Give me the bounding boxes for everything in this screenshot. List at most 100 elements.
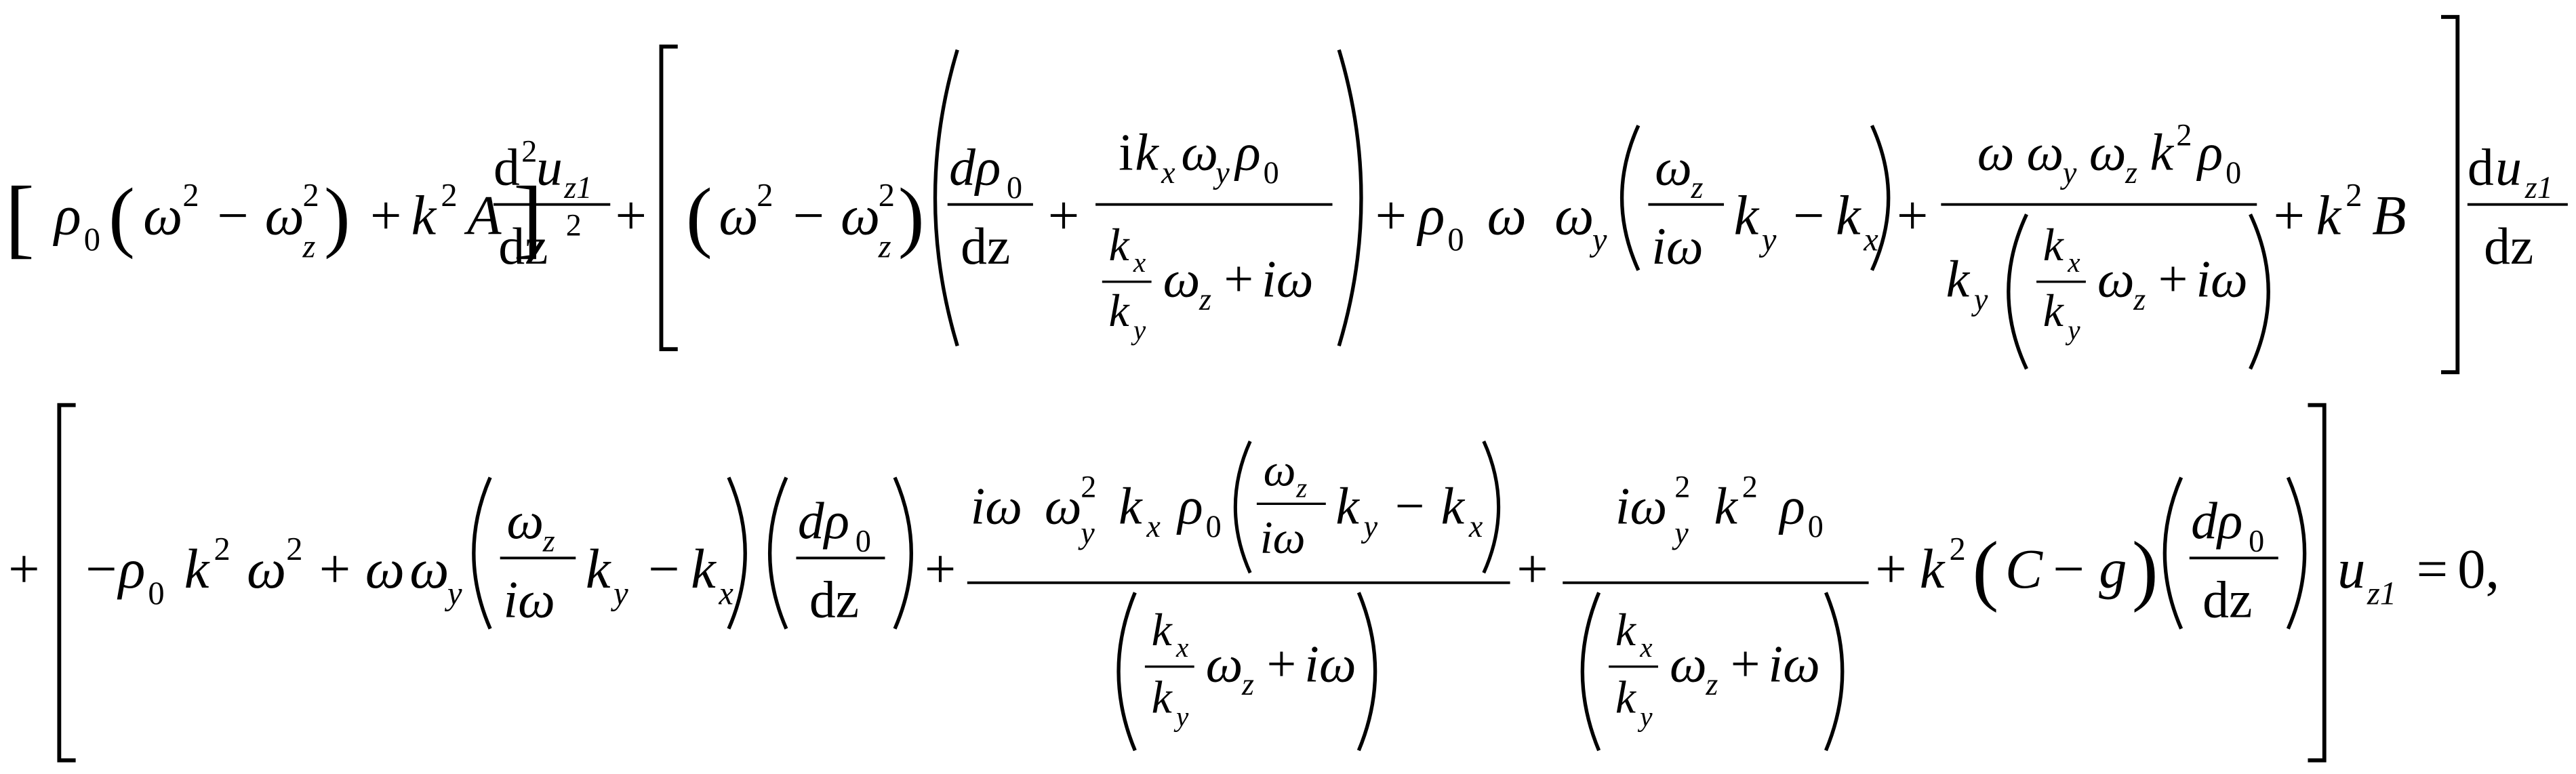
symbol-omega: ω: [1163, 250, 1201, 308]
plus-sign: +: [1897, 184, 1929, 246]
i-omega: iω: [1615, 476, 1667, 535]
symbol-omega: ω: [719, 184, 758, 246]
subscript-z: z: [542, 524, 555, 558]
minus-sign: −: [2053, 537, 2085, 600]
subscript-0: 0: [1007, 170, 1022, 205]
symbol-C: C: [2005, 537, 2043, 600]
symbol-omega: ω: [506, 491, 544, 550]
symbol-omega: ω: [1670, 634, 1707, 693]
superscript-2: 2: [2346, 178, 2362, 213]
symbol-k: k: [1152, 604, 1173, 655]
plus-sign: +: [2158, 250, 2188, 308]
symbol-k: k: [1836, 184, 1861, 246]
symbol-k: k: [2043, 285, 2065, 336]
symbol-k: k: [1734, 184, 1760, 246]
superscript-2: 2: [2176, 117, 2192, 152]
plus-sign: +: [1516, 537, 1548, 600]
superscript-2: 2: [441, 178, 457, 213]
superscript-2: 2: [302, 178, 319, 213]
symbol-omega: ω: [1045, 476, 1082, 535]
symbol-k: k: [1615, 671, 1637, 722]
right-paren: [2249, 213, 2270, 370]
left-paren: [2162, 476, 2183, 630]
superscript-2: 2: [1949, 531, 1965, 567]
symbol-omega: ω: [1181, 123, 1218, 182]
subscript-0: 0: [1808, 509, 1824, 544]
plus-sign: +: [1731, 634, 1760, 693]
left-paren: [2007, 213, 2028, 370]
subscript-0: 0: [1447, 222, 1464, 258]
equals-sign: =: [2417, 537, 2449, 600]
symbol-k: k: [1714, 476, 1738, 535]
symbol-k: k: [1109, 285, 1131, 336]
denominator-dz: dz: [961, 217, 1010, 275]
symbol-k: k: [1109, 219, 1131, 270]
subscript-x: x: [1161, 155, 1175, 190]
symbol-k: k: [1946, 250, 1971, 308]
subscript-0: 0: [1264, 155, 1279, 190]
subscript-x: x: [1133, 247, 1146, 278]
symbol-i: i: [1119, 123, 1133, 182]
right-paren: [1824, 592, 1845, 752]
subscript-z1: z1: [2367, 575, 2396, 611]
plus-sign: +: [370, 184, 402, 246]
subscript-0: 0: [1206, 509, 1222, 544]
denominator-dz: dz: [809, 571, 859, 629]
right-paren: [727, 476, 747, 630]
left-paren: [767, 476, 788, 630]
minus-sign: −: [1395, 476, 1425, 535]
symbol-u: u: [2337, 537, 2365, 600]
subscript-y: y: [444, 575, 462, 611]
symbol-rho: ρ: [1779, 476, 1805, 535]
denominator-dz: dz: [2484, 217, 2533, 275]
symbol-omega: ω: [365, 537, 405, 600]
subscript-x: x: [2067, 247, 2080, 278]
subscript-z: z: [302, 228, 315, 264]
subscript-y: y: [1361, 509, 1378, 544]
left-paren: (: [686, 172, 712, 260]
zero-comma: 0,: [2457, 537, 2499, 600]
superscript-2: 2: [1742, 470, 1758, 504]
plus-sign: +: [616, 184, 647, 246]
symbol-omega: ω: [265, 184, 304, 246]
subscript-x: x: [1863, 222, 1878, 258]
numerator-d-rho: dρ: [798, 491, 849, 550]
symbol-k: k: [1335, 476, 1360, 535]
plus-sign: +: [1048, 184, 1080, 246]
superscript-2: 2: [566, 208, 582, 243]
symbol-rho: ρ: [117, 537, 146, 600]
symbol-rho: ρ: [1176, 476, 1203, 535]
right-paren: ): [898, 172, 925, 260]
superscript-2: 2: [1081, 470, 1096, 504]
minus-sign: −: [85, 537, 117, 600]
symbol-u: u: [2495, 138, 2522, 197]
i-omega: iω: [2196, 250, 2247, 308]
big-left-bracket: [659, 44, 678, 352]
denominator-dz: dz: [498, 217, 548, 275]
derivative-d: d: [494, 138, 520, 197]
left-paren: [1233, 441, 1252, 574]
symbol-k: k: [691, 537, 717, 600]
minus-sign: −: [217, 184, 249, 246]
symbol-omega: ω: [1655, 138, 1692, 197]
right-paren: ): [2132, 526, 2158, 613]
symbol-rho: ρ: [1234, 123, 1260, 182]
left-paren: (: [108, 172, 135, 260]
symbol-k: k: [2316, 184, 2342, 246]
plus-sign: +: [8, 537, 40, 600]
superscript-2: 2: [1674, 470, 1690, 504]
symbol-omega: ω: [1554, 184, 1594, 246]
plus-sign: +: [925, 537, 957, 600]
subscript-x: x: [1468, 509, 1483, 544]
subscript-0: 0: [856, 524, 871, 558]
numerator-d-rho: dρ: [2191, 491, 2242, 550]
subscript-y: y: [610, 575, 628, 611]
subscript-y: y: [1637, 701, 1653, 732]
superscript-2: 2: [286, 531, 302, 567]
symbol-k: k: [586, 537, 611, 600]
subscript-z: z: [1295, 472, 1307, 504]
big-left-bracket: [57, 403, 76, 762]
right-paren: ): [324, 172, 350, 260]
left-paren: [1580, 592, 1601, 752]
subscript-z: z: [878, 228, 891, 264]
